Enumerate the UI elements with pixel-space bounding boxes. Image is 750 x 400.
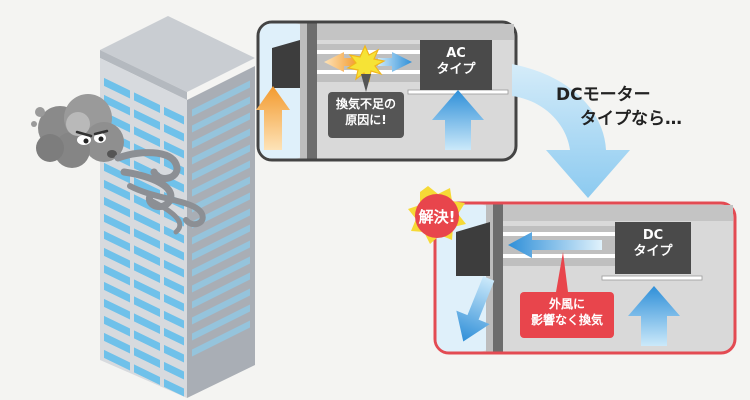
building-window: [104, 196, 130, 218]
building-right-window: [192, 192, 250, 229]
building-right-window: [192, 304, 250, 341]
resolved-badge-text: 解決!: [418, 207, 456, 226]
building-window: [134, 364, 160, 385]
top-inlet-small-arrow: [324, 52, 358, 72]
resolved-badge: [415, 194, 459, 238]
building-window: [104, 94, 130, 116]
building-right-window: [192, 240, 250, 277]
building-roof-edge: [100, 50, 187, 100]
building-right-window: [192, 320, 250, 357]
building-right-windows: [192, 80, 250, 357]
building-right-window: [192, 288, 250, 325]
building-window: [164, 293, 184, 312]
building-window: [104, 281, 130, 303]
building-right-window: [192, 112, 250, 149]
building-window: [104, 230, 130, 252]
bottom-callout-line1: 外風に: [548, 297, 585, 311]
building-right-window: [192, 176, 250, 213]
building: [100, 16, 255, 398]
top-callout-line1: 換気不足の: [335, 97, 396, 111]
building-right-window: [192, 144, 250, 181]
building-window: [104, 247, 130, 269]
building-window: [134, 313, 160, 334]
building-window: [134, 92, 160, 113]
building-window: [104, 332, 130, 354]
building-right-window: [192, 208, 250, 245]
building-right-window: [192, 160, 250, 197]
building-window: [104, 298, 130, 320]
building-right-window: [192, 224, 250, 261]
building-window: [164, 225, 184, 244]
building-window: [104, 213, 130, 235]
top-unit-label-line2: タイプ: [436, 61, 476, 77]
building-window: [164, 378, 184, 397]
building-window: [164, 327, 184, 346]
building-window: [134, 109, 160, 130]
top-unit-label-line1: AC: [446, 46, 466, 61]
transition-caption-line2: タイプなら…: [580, 109, 682, 129]
bottom-callout: 外風に 影響なく換気: [520, 292, 614, 338]
building-window: [164, 259, 184, 278]
top-callout-line2: 原因に!: [345, 113, 387, 128]
building-right-window: [192, 256, 250, 293]
top-inlet-arrow: [256, 86, 290, 150]
building-window: [104, 179, 130, 201]
building-window: [134, 211, 160, 232]
bottom-callout-line2: 影響なく換気: [530, 313, 603, 328]
top-outlet-arrow: [432, 90, 484, 150]
building-window: [164, 310, 184, 329]
building-window: [104, 162, 130, 184]
transition-caption-line1: DCモーター: [556, 85, 651, 105]
building-window: [164, 242, 184, 261]
bottom-inlet-arrow: [628, 286, 680, 346]
top-callout: 換気不足の 原因に!: [328, 92, 404, 138]
building-right-window: [192, 272, 250, 309]
wind-cloud-face-icon: [31, 94, 124, 168]
building-window: [134, 228, 160, 249]
bottom-exhaust-arrow: [508, 232, 602, 258]
building-window: [134, 194, 160, 215]
building-window: [134, 245, 160, 266]
bottom-unit-label-line2: タイプ: [633, 243, 673, 259]
building-window: [134, 347, 160, 368]
building-window: [104, 315, 130, 337]
building-window: [134, 296, 160, 317]
building-window: [164, 123, 184, 142]
building-window: [134, 262, 160, 283]
building-window: [104, 77, 130, 99]
transition-arrow: [512, 64, 630, 198]
building-window: [164, 106, 184, 125]
bottom-unit-label-line1: DC: [642, 228, 664, 243]
building-window: [164, 344, 184, 363]
top-outlet-small-arrow: [378, 52, 412, 72]
building-roof: [100, 16, 255, 92]
building-window: [104, 264, 130, 286]
building-window: [164, 361, 184, 380]
building-window: [164, 276, 184, 295]
bottom-outlet-arrow: [456, 276, 495, 342]
building-window: [134, 330, 160, 351]
building-window: [134, 279, 160, 300]
top-unit-label: AC タイプ: [420, 40, 492, 90]
building-right-window: [192, 80, 250, 117]
bottom-unit-label: DC タイプ: [615, 222, 691, 274]
building-window: [164, 140, 184, 159]
building-window: [134, 126, 160, 147]
building-left-face: [100, 58, 187, 398]
wind-gust-icon: [114, 149, 206, 235]
building-window: [104, 349, 130, 371]
building-right-window: [192, 96, 250, 133]
building-right-window: [192, 128, 250, 165]
